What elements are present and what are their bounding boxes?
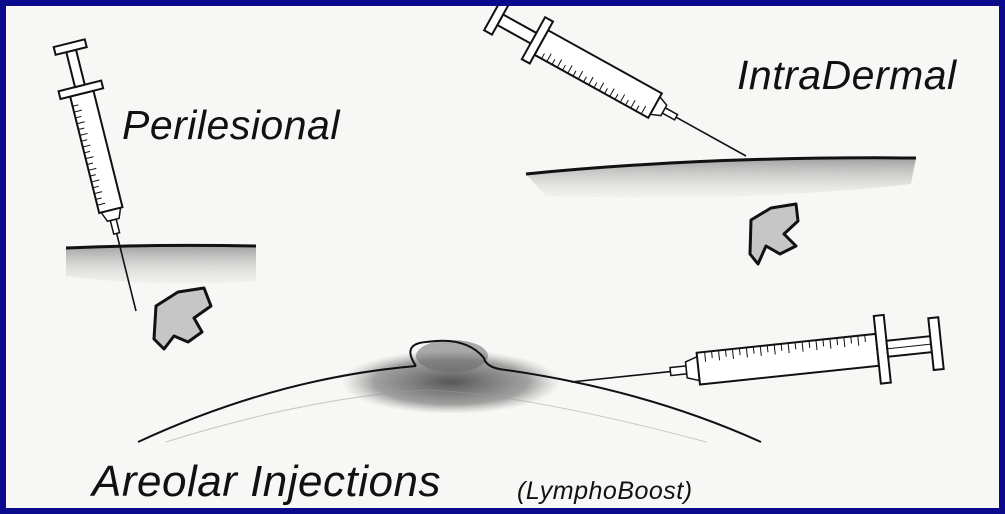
- areolar-group: [138, 309, 945, 442]
- skin-surface-perilesional: [66, 242, 256, 288]
- lymphoboost-label: (LymphoBoost): [517, 477, 693, 506]
- perilesional-label: Perilesional: [122, 102, 340, 149]
- tumor-shape-intradermal: [750, 204, 798, 264]
- areolar-injections-label: Areolar Injections: [92, 457, 441, 507]
- diagram-panel: Perilesional IntraDermal Areolar Injecti…: [6, 6, 999, 508]
- skin-surface-intradermal: [526, 154, 916, 204]
- perilesional-group: [48, 38, 256, 349]
- intradermal-group: [481, 6, 916, 264]
- tumor-shape-perilesional: [154, 288, 211, 349]
- intradermal-label: IntraDermal: [737, 52, 957, 99]
- syringe-icon-intradermal: [481, 6, 758, 177]
- breast-mound: [138, 340, 761, 442]
